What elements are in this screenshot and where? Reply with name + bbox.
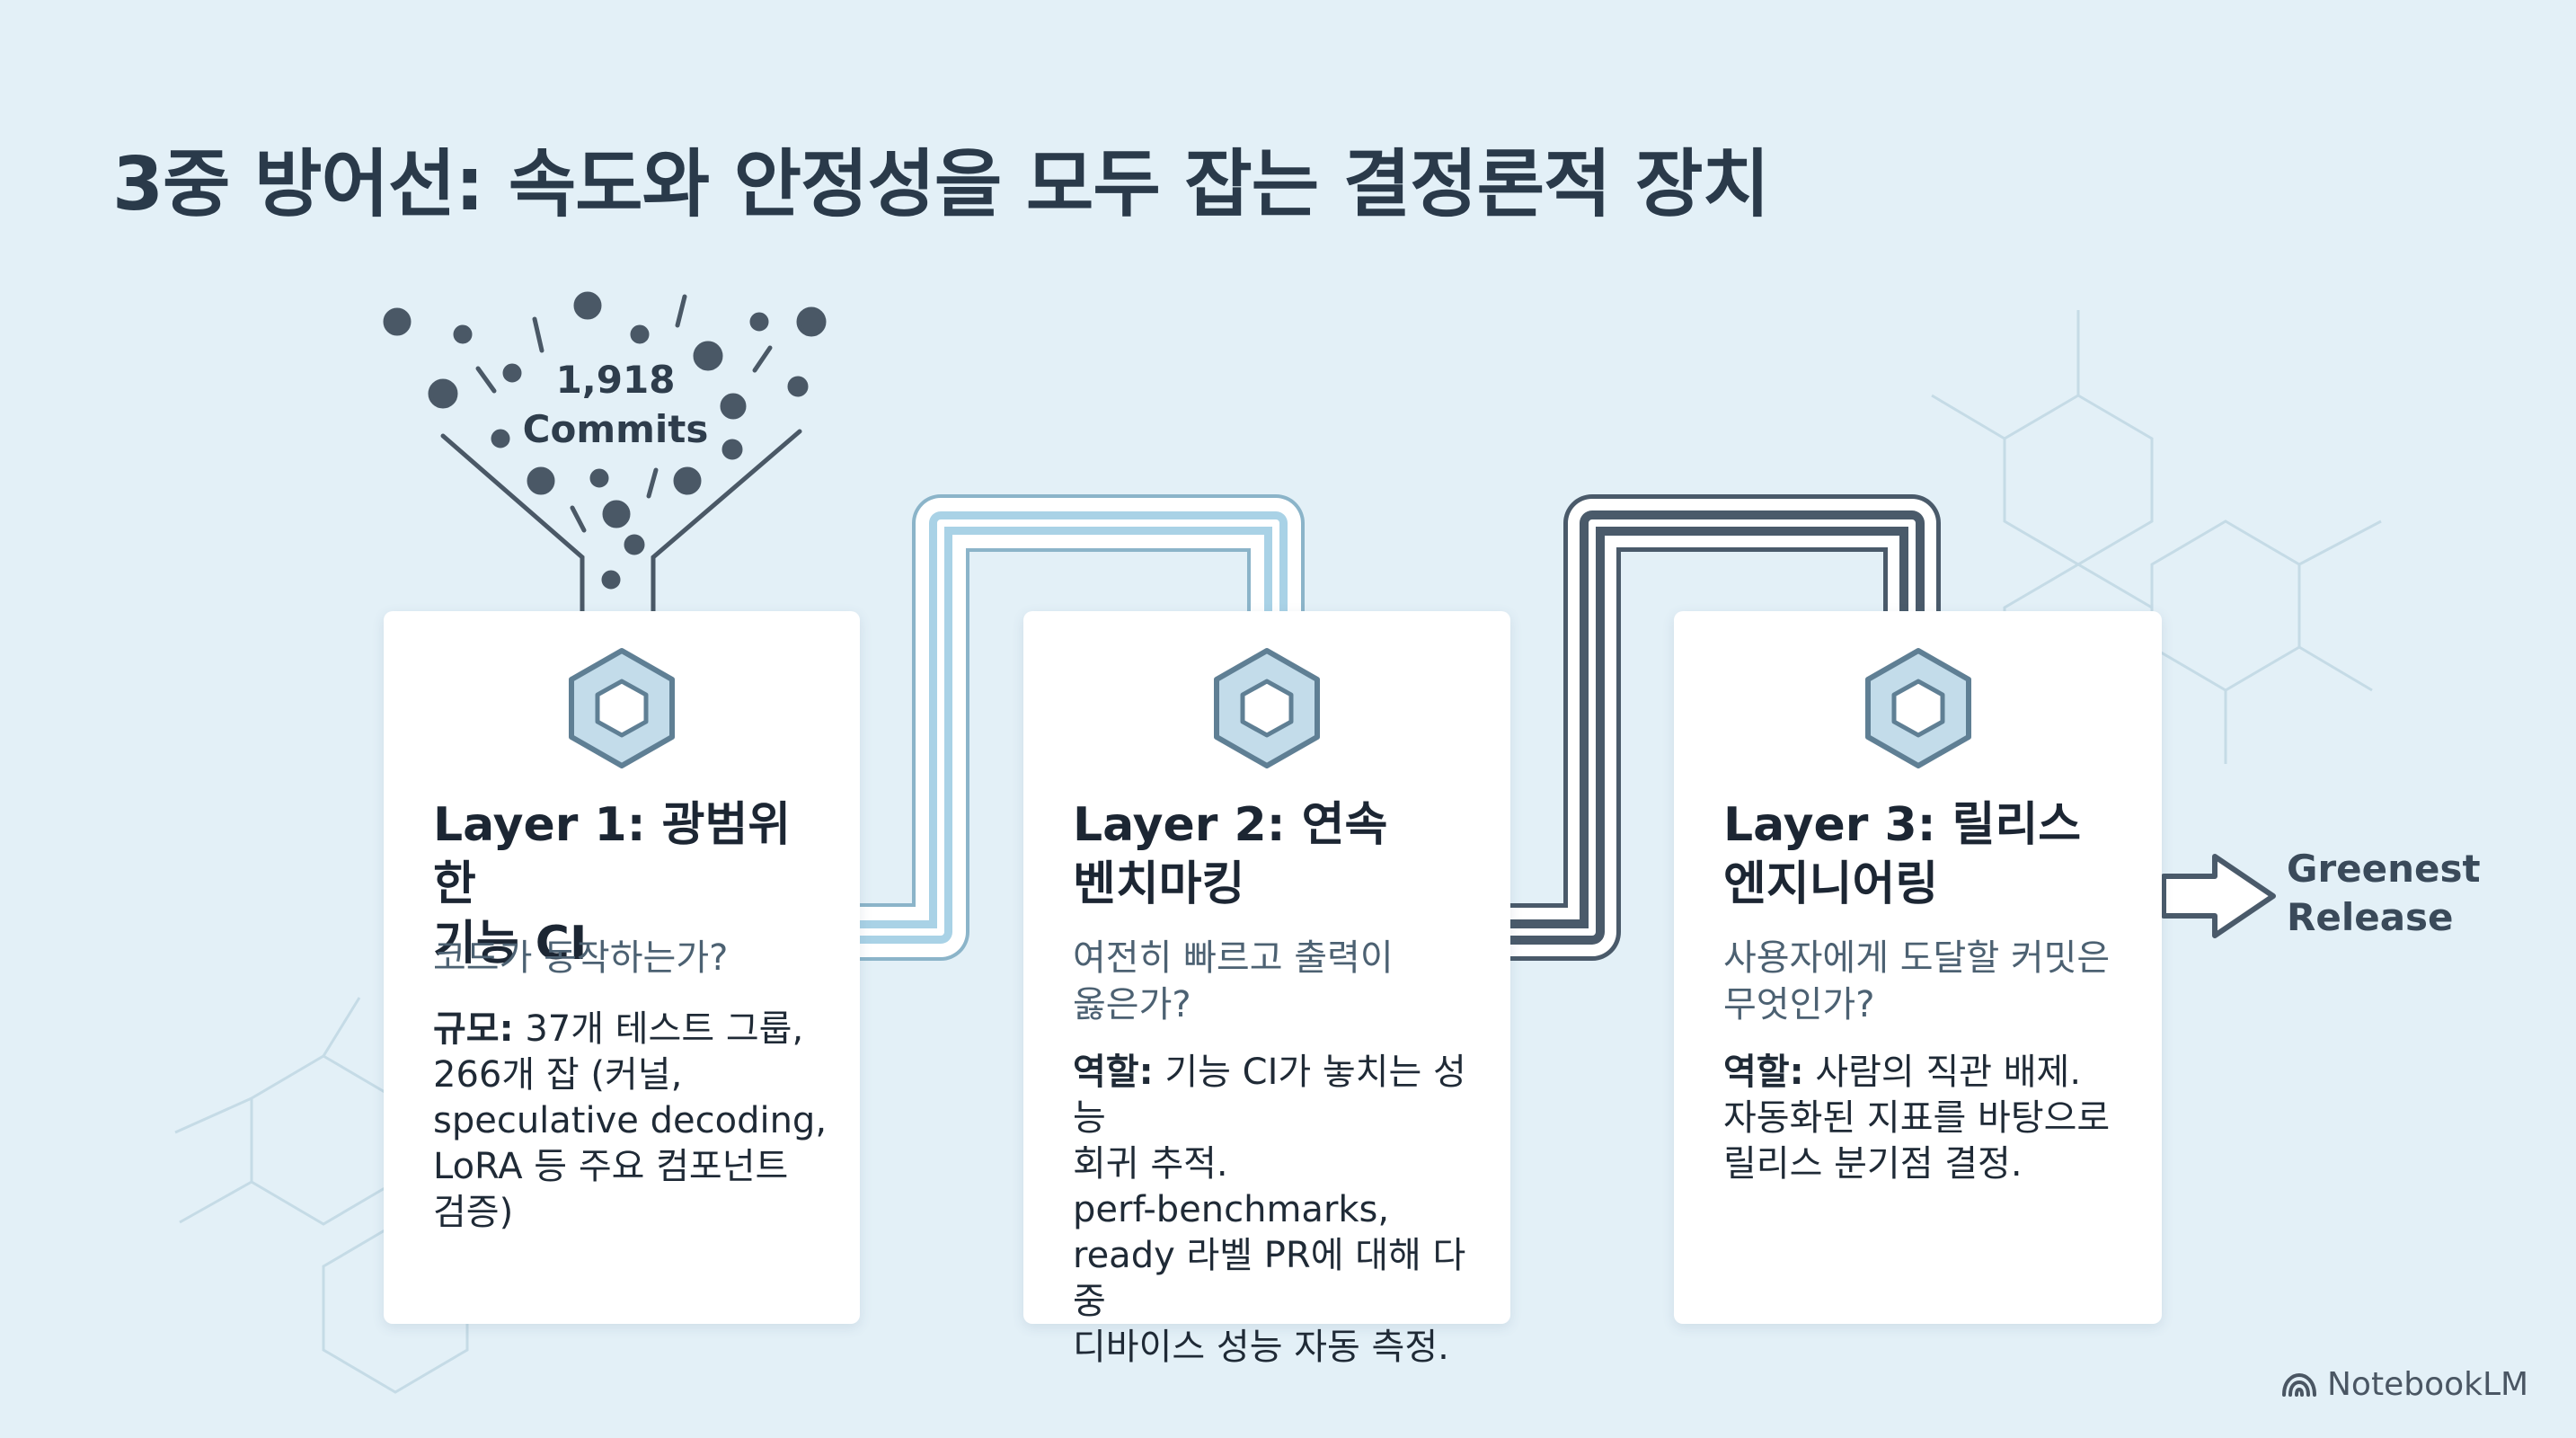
layer-description-line: 검증)	[433, 1192, 514, 1233]
output-label: Greenest Release	[2287, 845, 2481, 942]
commit-funnel	[440, 429, 802, 614]
layer-card-1: Layer 1: 광범위한 기능 CI 코드가 동작하는가? 규모: 37개 테…	[384, 611, 860, 1324]
layer-question: 여전히 빠르고 출력이 옳은가?	[1073, 935, 1474, 1028]
layer-heading-line: 기능 CI	[433, 917, 588, 971]
layer-heading-line: Layer 3: 릴리스	[1723, 798, 2082, 852]
layer-description-line: 릴리스 분기점 결정.	[1723, 1143, 2023, 1185]
layer-description: 역할: 사람의 직관 배제. 자동화된 지표를 바탕으로 릴리스 분기점 결정.	[1723, 1050, 2135, 1187]
output-label-line: Release	[2287, 895, 2454, 939]
layer-description-line: 회귀 추적.	[1073, 1143, 1228, 1185]
pipe-layer1-to-layer2	[860, 494, 1305, 961]
commit-unit: Commits	[522, 407, 709, 451]
layer-card-3: Layer 3: 릴리스 엔지니어링 사용자에게 도달할 커밋은 무엇인가? 역…	[1674, 611, 2162, 1324]
description-text: 기능 CI가 놓치는 성능	[1073, 1052, 1466, 1139]
hexagon-icon	[1864, 648, 1971, 768]
layer-heading-line: Layer 1: 광범위한	[433, 798, 792, 911]
layer-question-line: 옳은가?	[1073, 984, 1191, 1025]
layer-question-line: 여전히 빠르고 출력이	[1073, 937, 1394, 979]
brand-watermark: NotebookLM	[2280, 1366, 2528, 1403]
output-arrow	[2161, 854, 2276, 938]
notebooklm-logo-icon	[2282, 1372, 2316, 1397]
layer-description-line: 자동화된 지표를 바탕으로	[1723, 1097, 2111, 1139]
layer-description-line: 266개 잡 (커널,	[433, 1054, 683, 1096]
pipe-layer2-to-layer3	[1510, 494, 1941, 961]
layer-heading-line: Layer 2: 연속	[1073, 798, 1388, 852]
brand-name: NotebookLM	[2327, 1366, 2529, 1403]
description-label: 역할:	[1073, 1052, 1154, 1093]
layer-heading-line: 벤치마킹	[1073, 857, 1245, 911]
layer-description-line: speculative decoding,	[433, 1100, 828, 1141]
layer-description-line: perf-benchmarks,	[1073, 1189, 1390, 1230]
commit-dots	[383, 291, 827, 590]
layer-description-line: ready 라벨 PR에 대해 다중	[1073, 1235, 1466, 1322]
layer-description-line: 역할: 기능 CI가 놓치는 성능	[1073, 1050, 1483, 1141]
layer-heading: Layer 3: 릴리스 엔지니어링	[1723, 795, 2135, 914]
layer-heading-line: 엔지니어링	[1723, 857, 1939, 911]
hexagon-icon	[1214, 648, 1320, 768]
layer-heading: Layer 2: 연속 벤치마킹	[1073, 795, 1483, 914]
output-label-line: Greenest	[2287, 847, 2481, 891]
layer-description: 규모: 37개 테스트 그룹, 266개 잡 (커널, speculative …	[433, 1007, 833, 1236]
layer-description: 역할: 기능 CI가 놓치는 성능 회귀 추적. perf-benchmarks…	[1073, 1050, 1483, 1371]
commit-count-label: 1,918 Commits	[503, 355, 728, 454]
layer-description-line: 역할: 사람의 직관 배제.	[1723, 1050, 2135, 1096]
layer-description-line: LoRA 등 주요 컴포넌트	[433, 1146, 789, 1187]
layer-question-line: 사용자에게 도달할 커밋은	[1723, 937, 2111, 979]
layer-question: 코드가 동작하는가?	[433, 937, 729, 979]
description-text: 37개 테스트 그룹,	[513, 1008, 804, 1050]
commit-count: 1,918	[555, 358, 676, 402]
layer-card-2: Layer 2: 연속 벤치마킹 여전히 빠르고 출력이 옳은가? 역할: 기능…	[1023, 611, 1510, 1368]
layer-description-line: 규모: 37개 테스트 그룹,	[433, 1007, 833, 1052]
layer-question-line: 무엇인가?	[1723, 984, 1875, 1025]
layer-question: 사용자에게 도달할 커밋은 무엇인가?	[1723, 935, 2126, 1028]
layer-heading: Layer 1: 광범위한 기능 CI	[433, 795, 833, 973]
layer-description-line: 디바이스 성능 자동 측정.	[1073, 1327, 1449, 1368]
description-text: 사람의 직관 배제.	[1803, 1052, 2082, 1093]
page-title: 3중 방어선: 속도와 안정성을 모두 잡는 결정론적 장치	[112, 142, 1770, 227]
hexagon-icon	[569, 648, 675, 768]
description-label: 역할:	[1723, 1052, 1804, 1093]
description-label: 규모:	[433, 1008, 514, 1050]
